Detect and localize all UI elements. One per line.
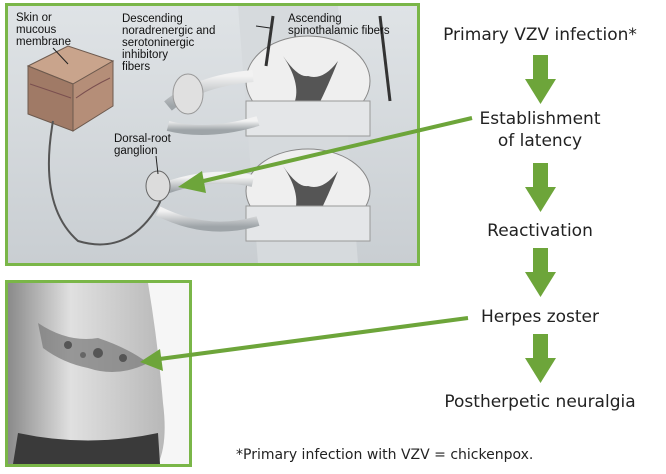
torso-rash-drawing: [8, 283, 189, 464]
down-arrow-2: [525, 163, 556, 212]
flow-step-reactivation: Reactivation: [414, 220, 666, 242]
label-skin-mucous-membrane: Skin or mucous membrane: [16, 12, 71, 48]
flow-step-herpes-zoster: Herpes zoster: [414, 306, 666, 328]
label-descending-fibers: Descending noradrenergic and serotoniner…: [122, 13, 215, 73]
footnote: *Primary infection with VZV = chickenpox…: [236, 447, 533, 463]
down-arrow-1: [525, 55, 556, 104]
label-dorsal-root-ganglion: Dorsal-root ganglion: [114, 133, 171, 157]
dorsal-root-ganglion: [146, 171, 170, 201]
herpes-zoster-rash-photo: [5, 280, 192, 467]
flow-step-primary-infection: Primary VZV infection*: [414, 24, 666, 46]
spinal-segment-upper: [246, 36, 370, 136]
flow-step-latency: Establishment of latency: [414, 108, 666, 152]
flow-step-postherpetic-neuralgia: Postherpetic neuralgia: [414, 391, 666, 413]
label-ascending-fibers: Ascending spinothalamic fibers: [288, 13, 390, 37]
down-arrow-4: [525, 334, 556, 383]
spinal-cord-illustration: Skin or mucous membrane Descending norad…: [5, 3, 420, 266]
down-arrow-3: [525, 248, 556, 297]
spinal-segment-lower: [246, 149, 370, 241]
